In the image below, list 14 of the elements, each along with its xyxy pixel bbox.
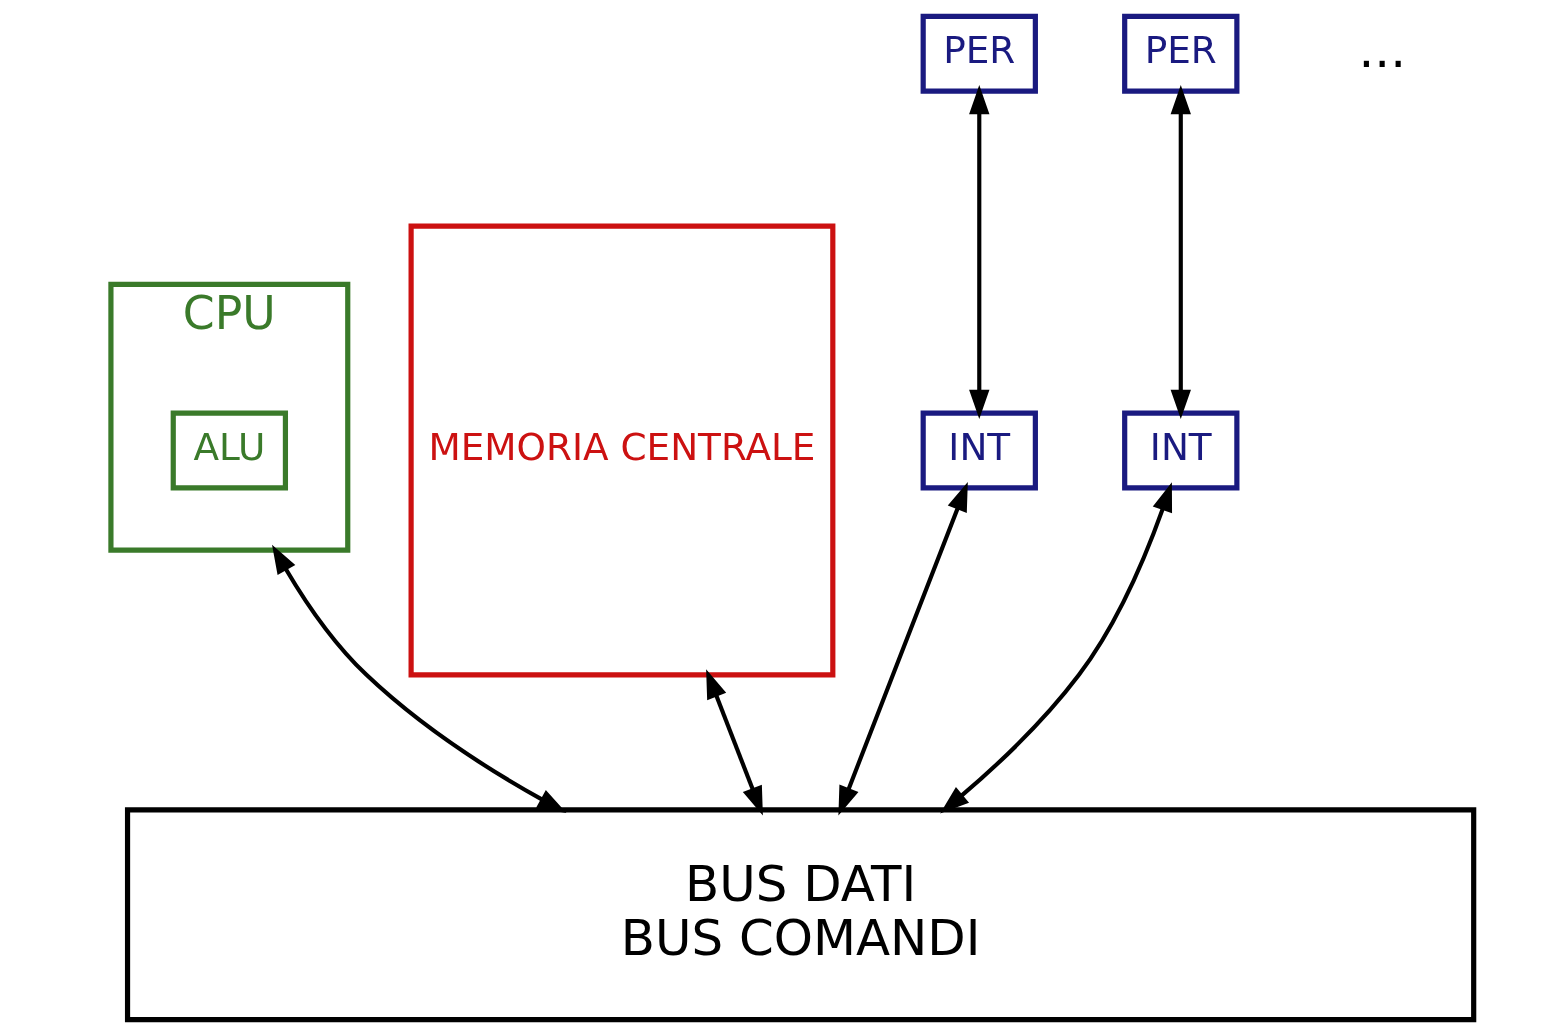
- label: ...: [1358, 20, 1406, 79]
- arrow: [1170, 85, 1191, 419]
- node-box: PER: [920, 13, 1038, 94]
- arrow: [271, 544, 566, 813]
- node-box: MEMORIA CENTRALE: [408, 223, 835, 678]
- arrow: [705, 669, 763, 816]
- node-box: PER: [1121, 13, 1239, 94]
- node-box: INT: [1121, 410, 1239, 491]
- arrow: [968, 85, 989, 419]
- node-box: ALU: [170, 410, 288, 491]
- arrow: [837, 482, 968, 816]
- node-box: INT: [920, 410, 1038, 491]
- arrow: [939, 482, 1172, 814]
- node-box: BUS DATI BUS COMANDI: [124, 807, 1476, 1023]
